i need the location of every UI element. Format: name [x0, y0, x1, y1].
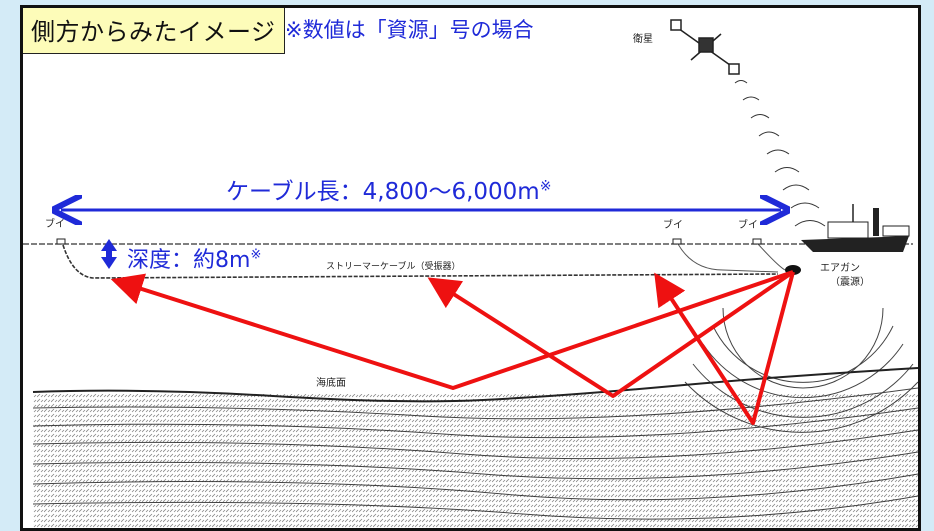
buoy-label-right: ブイ	[738, 220, 758, 231]
tow-line	[677, 243, 779, 273]
ray-3	[654, 271, 795, 425]
cable-length-text: ケーブル長：4,800～6,000m	[226, 179, 540, 205]
streamer-cable-label: ストリーマーケーブル（受振器）	[326, 262, 461, 272]
cable-length-label: ケーブル長：4,800～6,000m※	[226, 172, 551, 206]
seismic-survey-illustration	[23, 19, 918, 528]
depth-footnote-mark: ※	[250, 247, 262, 263]
buoy-marker-mid	[672, 238, 682, 245]
satellite	[670, 19, 740, 75]
radio-waves	[734, 80, 826, 227]
cable-length-footnote-mark: ※	[539, 178, 552, 195]
seabed-texture	[33, 394, 918, 528]
satellite-label: 衛星	[633, 34, 653, 45]
values-note: ※数値は「資源」号の場合	[285, 18, 534, 42]
diagram-title: 側方からみたイメージ	[23, 8, 285, 54]
buoy-label-middle: ブイ	[663, 220, 683, 231]
depth-label: 深度：約8m※	[127, 242, 261, 274]
depth-text: 深度：約8m	[127, 248, 251, 273]
ray-2	[427, 270, 795, 398]
seafloor-label: 海底面	[316, 378, 346, 389]
buoy-label-left: ブイ	[45, 219, 65, 230]
tow-line-2	[757, 243, 786, 271]
source-label: （震源）	[830, 277, 870, 288]
depth-arrow	[101, 239, 117, 269]
buoy-marker-left	[56, 238, 66, 245]
buoy-marker-right	[752, 238, 762, 245]
survey-ship	[801, 204, 910, 252]
diagram-frame: 側方からみたイメージ ※数値は「資源」号の場合 ケーブル長：4,800～6,00…	[20, 5, 921, 531]
streamer-cable	[62, 244, 779, 279]
airgun-label: エアガン	[820, 263, 860, 274]
reflection-rays	[110, 270, 795, 425]
